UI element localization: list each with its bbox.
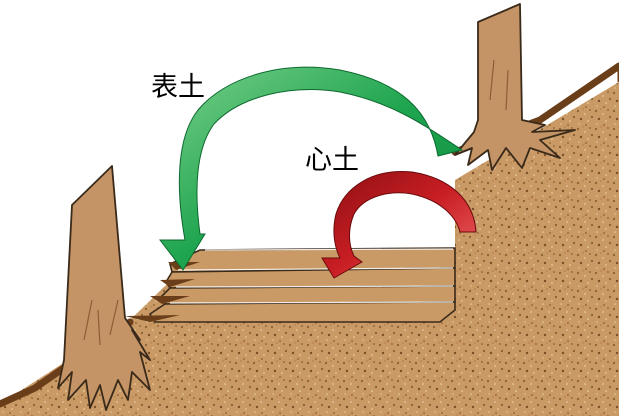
subsoil-label: 心土 xyxy=(305,147,359,174)
terrace-layer-3 xyxy=(160,286,455,304)
tree-trunk-left-icon xyxy=(58,166,150,410)
terrace-layers xyxy=(150,248,455,322)
terrace-layer-2 xyxy=(166,268,455,288)
terrace-layer-4 xyxy=(150,302,455,322)
topsoil-label: 表土 xyxy=(151,74,205,101)
